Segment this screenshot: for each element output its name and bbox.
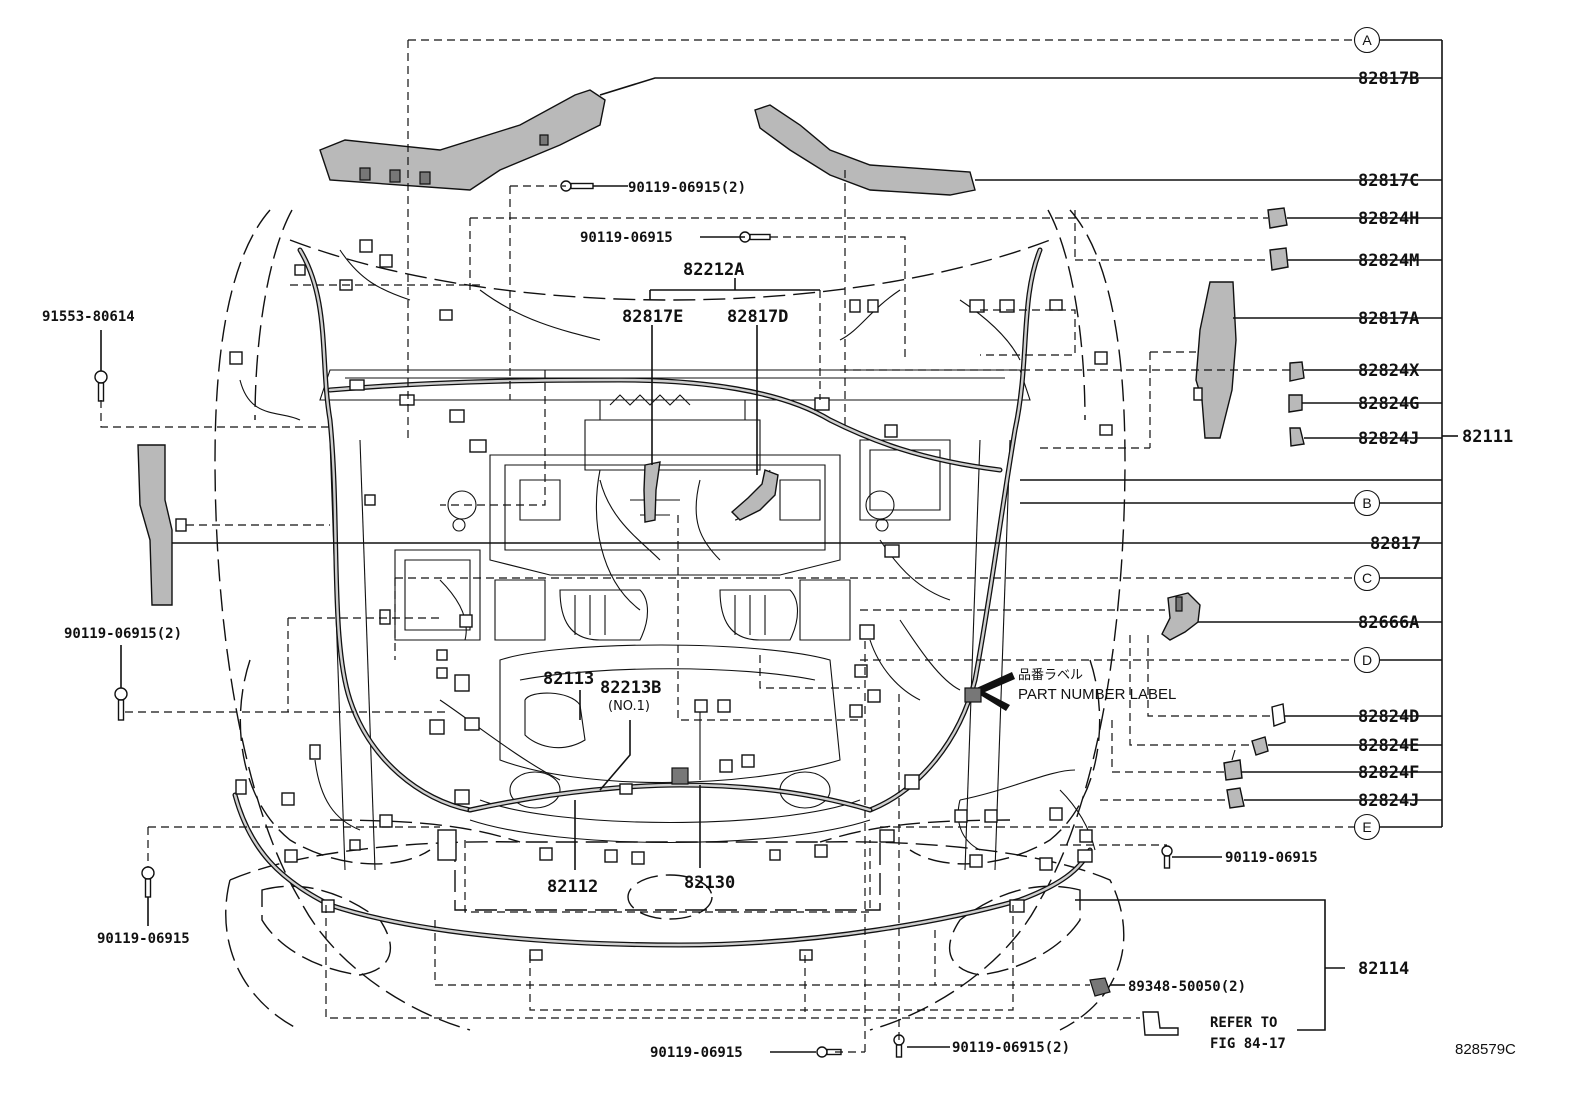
label-82112: 82112 bbox=[547, 877, 598, 897]
label-82817c: 82817C bbox=[1358, 171, 1419, 191]
label-82824f: 82824F bbox=[1358, 763, 1419, 783]
bolt-icon bbox=[114, 687, 128, 721]
label-82213b: 82213B bbox=[600, 678, 661, 698]
label-82817b: 82817B bbox=[1358, 69, 1419, 89]
label-bolt-top-mid: 90119-06915 bbox=[580, 230, 673, 246]
label-82824d: 82824D bbox=[1358, 707, 1419, 727]
label-refer-fig: FIG 84-17 bbox=[1210, 1036, 1286, 1052]
label-82213b-note: (NO.1) bbox=[608, 699, 650, 714]
svg-text:D: D bbox=[1362, 652, 1372, 668]
label-82824j-bottom: 82824J bbox=[1358, 791, 1419, 811]
label-82824h: 82824H bbox=[1358, 209, 1419, 229]
label-bolt-right: 90119-06915 bbox=[1225, 850, 1318, 866]
callout-b: B bbox=[1353, 489, 1381, 517]
connector-blocks bbox=[229, 239, 1113, 961]
callout-markers: A B C D E bbox=[1353, 26, 1381, 841]
label-91553-80614: 91553-80614 bbox=[42, 309, 135, 325]
callout-d: D bbox=[1353, 646, 1381, 674]
callout-e: E bbox=[1353, 813, 1381, 841]
label-82824x: 82824X bbox=[1358, 361, 1420, 381]
label-clip-89348: 89348-50050(2) bbox=[1128, 979, 1246, 995]
part-labels: 82817B 82817C 82824H 82824M 82817A 82824… bbox=[42, 69, 1516, 1061]
label-82817e: 82817E bbox=[622, 307, 683, 327]
part-number-label-arrow bbox=[972, 672, 1015, 711]
label-82824g: 82824G bbox=[1358, 394, 1419, 414]
label-82824m: 82824M bbox=[1358, 251, 1419, 271]
callout-a: A bbox=[1353, 26, 1381, 54]
bolt-icon bbox=[94, 370, 108, 402]
label-82130: 82130 bbox=[684, 873, 735, 893]
figure-code: 828579C bbox=[1455, 1041, 1516, 1058]
label-82666a: 82666A bbox=[1358, 613, 1419, 633]
label-part-number: PART NUMBER LABEL bbox=[1018, 686, 1176, 703]
svg-text:E: E bbox=[1362, 819, 1371, 835]
leader-lines bbox=[100, 39, 1458, 1053]
svg-text:B: B bbox=[1362, 495, 1371, 511]
bolts bbox=[94, 180, 1173, 1058]
label-82824e: 82824E bbox=[1358, 736, 1419, 756]
label-bolt-bottom-right: 90119-06915(2) bbox=[952, 1040, 1070, 1056]
label-bolt-bottom-center: 90119-06915 bbox=[650, 1045, 743, 1061]
label-82817d: 82817D bbox=[727, 307, 788, 327]
label-82114: 82114 bbox=[1358, 959, 1409, 979]
label-refer-to: REFER TO bbox=[1210, 1015, 1277, 1031]
bolt-icon bbox=[1161, 845, 1173, 869]
harness-protectors bbox=[137, 89, 1305, 1036]
label-82111: 82111 bbox=[1462, 427, 1513, 447]
callout-c: C bbox=[1353, 564, 1381, 592]
label-82817: 82817 bbox=[1370, 534, 1421, 554]
label-bolt-top-left: 90119-06915(2) bbox=[628, 180, 746, 196]
label-82113: 82113 bbox=[543, 669, 594, 689]
svg-text:A: A bbox=[1362, 32, 1372, 48]
label-82817a: 82817A bbox=[1358, 309, 1419, 329]
label-82824j-top: 82824J bbox=[1358, 429, 1419, 449]
bolt-icon bbox=[141, 866, 155, 898]
label-bolt-left-mid: 90119-06915(2) bbox=[64, 626, 182, 642]
label-part-number-jp: 品番ラベル bbox=[1018, 668, 1083, 683]
svg-text:C: C bbox=[1362, 570, 1372, 586]
label-82212a: 82212A bbox=[683, 260, 744, 280]
label-bolt-left-bottom: 90119-06915 bbox=[97, 931, 190, 947]
